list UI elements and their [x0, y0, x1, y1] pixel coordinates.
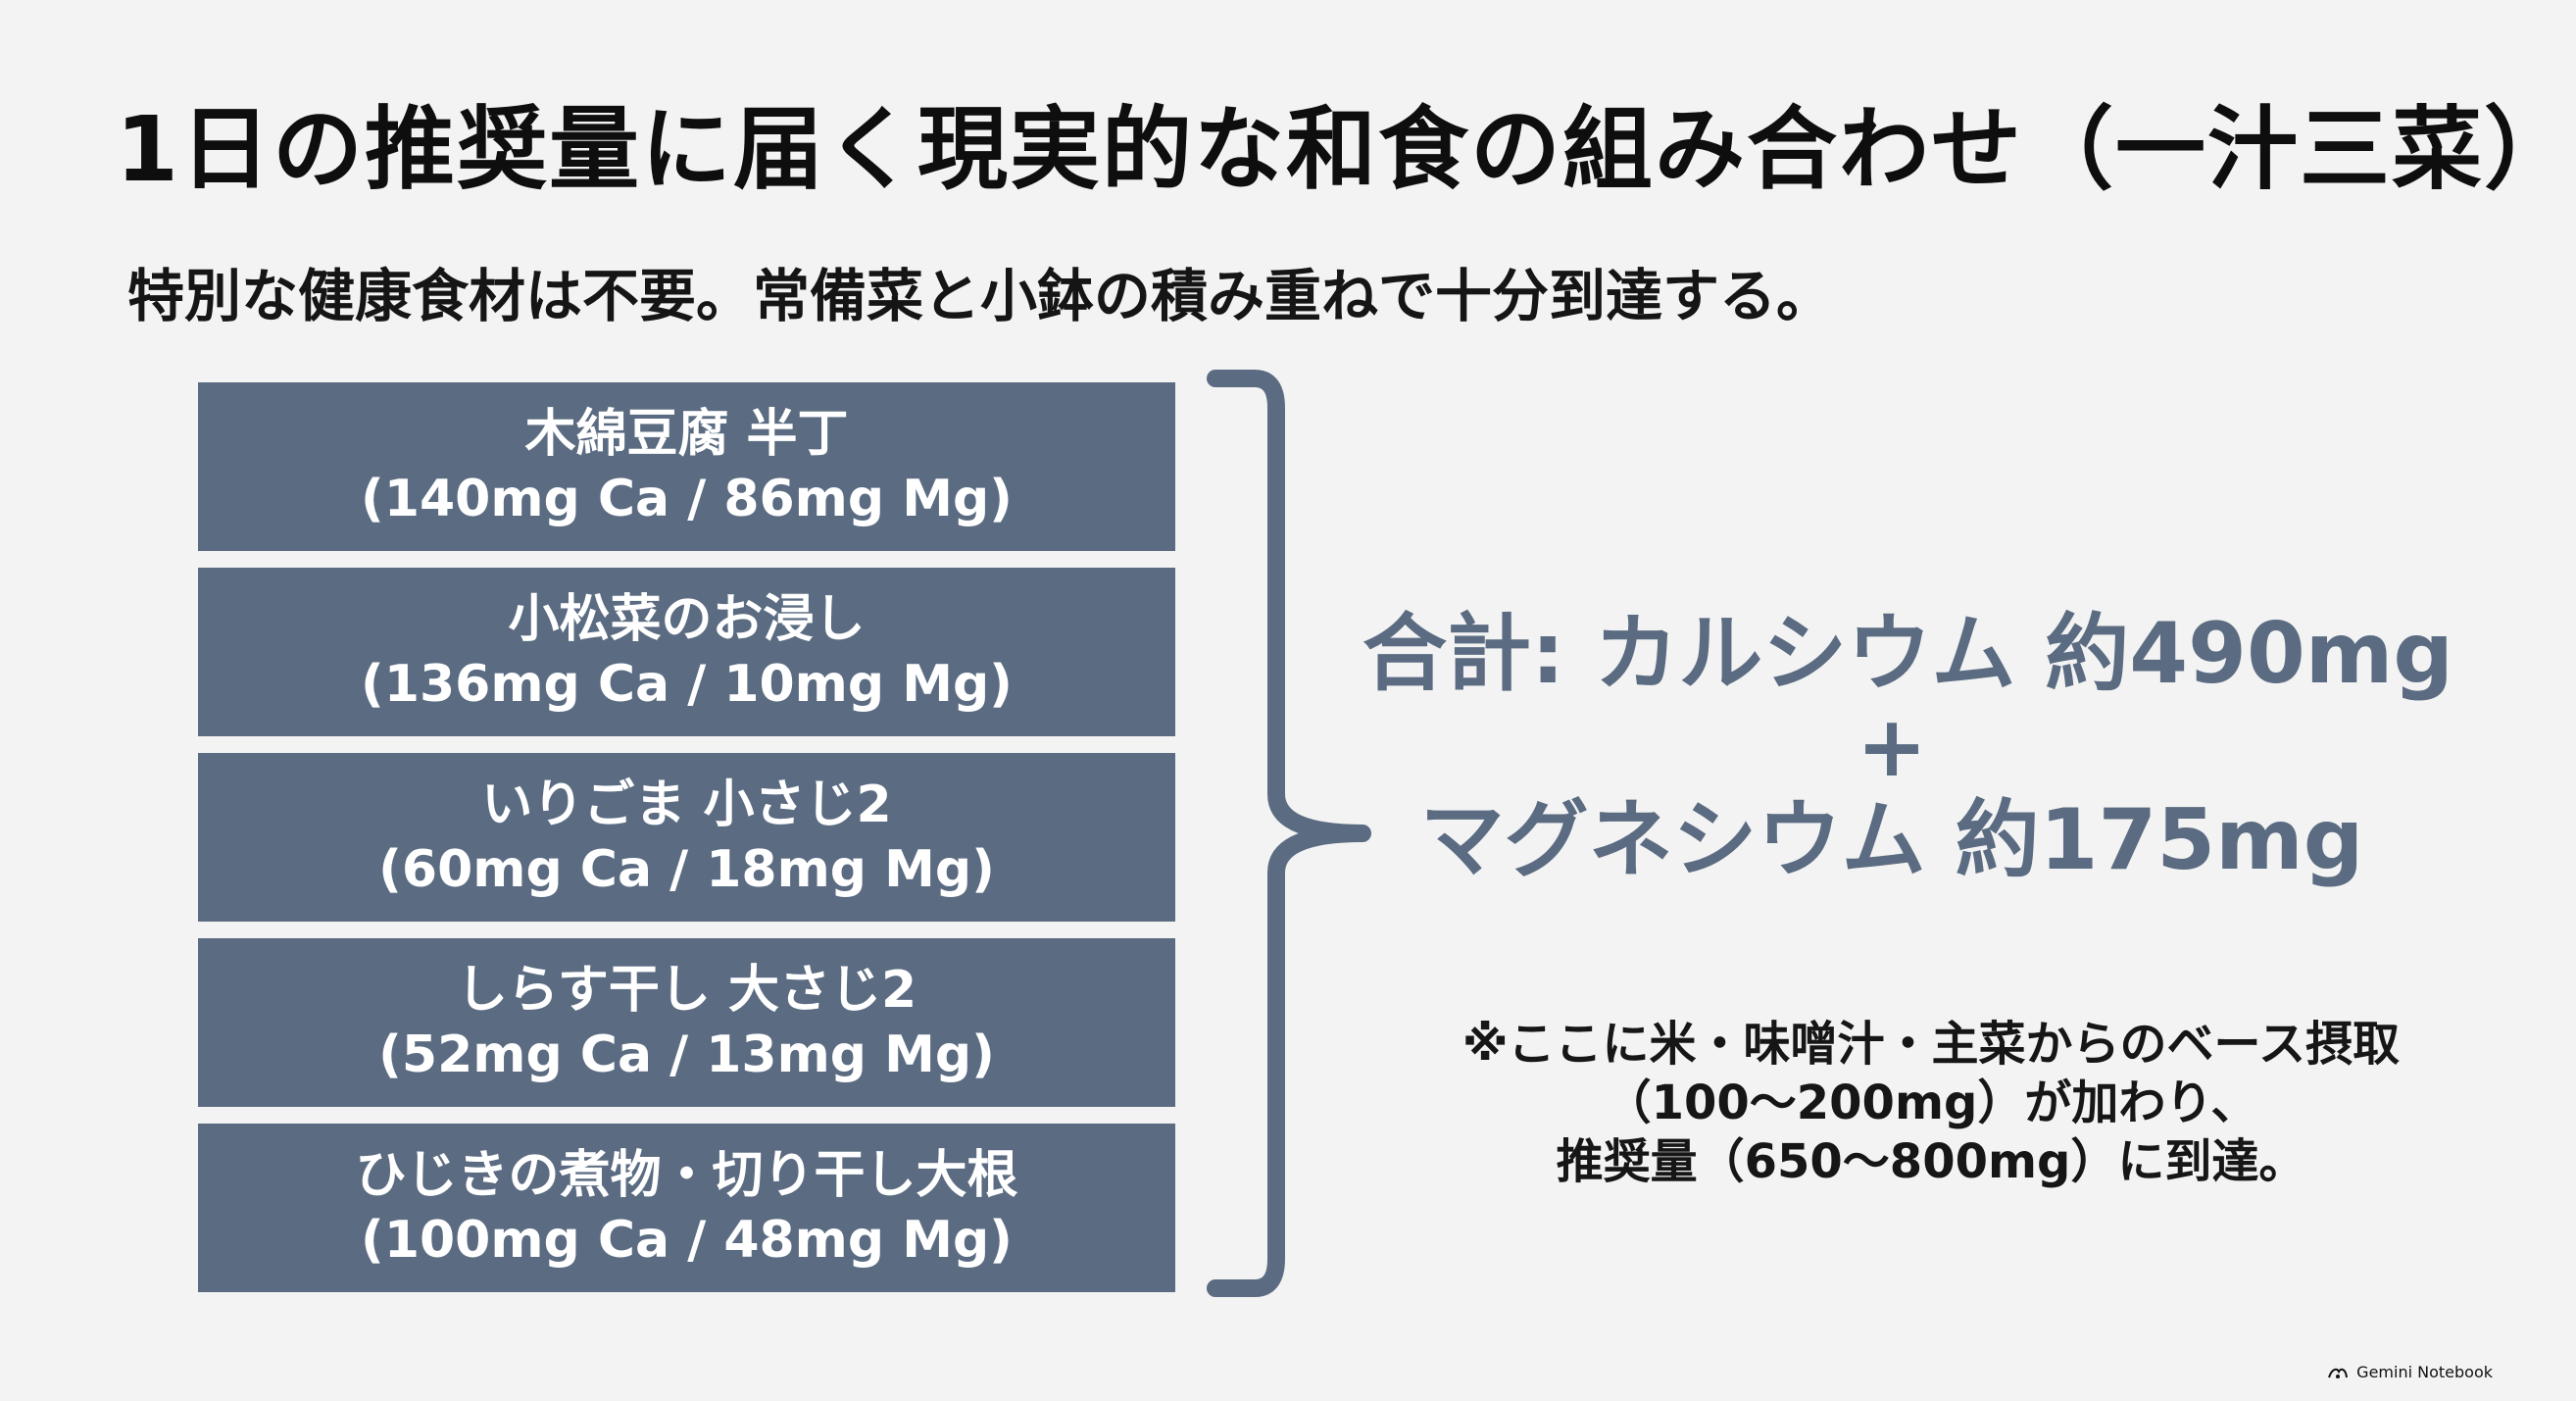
- nutrient-total-summary: 合計: カルシウム 約490mg + マグネシウム 約175mg: [1362, 603, 2453, 891]
- right-curly-brace-icon: [1207, 370, 1371, 1297]
- food-item-values: (60mg Ca / 18mg Mg): [378, 840, 995, 899]
- food-item-hijiki: ひじきの煮物・切り干し大根 (100mg Ca / 48mg Mg): [198, 1124, 1175, 1292]
- slide-subtitle: 特別な健康食材は不要。常備菜と小鉢の積み重ねで十分到達する。: [127, 263, 1834, 329]
- food-item-shirasu: しらす干し 大さじ2 (52mg Ca / 13mg Mg): [198, 938, 1175, 1107]
- food-item-komatsuna: 小松菜のお浸し (136mg Ca / 10mg Mg): [198, 568, 1175, 736]
- intake-note-line: （100〜200mg）が加わり、: [1604, 1076, 2258, 1130]
- intake-note-line: ※ここに米・味噌汁・主菜からのベース摂取: [1461, 1017, 2401, 1072]
- food-item-name: 小松菜のお浸し: [508, 590, 866, 649]
- food-item-name: しらす干し 大さじ2: [456, 961, 917, 1020]
- food-item-name: 木綿豆腐 半丁: [524, 405, 849, 464]
- gemini-notebook-watermark: Gemini Notebook: [2327, 1363, 2493, 1381]
- food-item-values: (52mg Ca / 13mg Mg): [378, 1026, 995, 1084]
- food-item-values: (140mg Ca / 86mg Mg): [361, 470, 1013, 528]
- food-item-name: ひじきの煮物・切り干し大根: [355, 1146, 1018, 1205]
- food-list: 木綿豆腐 半丁 (140mg Ca / 86mg Mg) 小松菜のお浸し (13…: [198, 382, 1175, 1292]
- gemini-notebook-logo-icon: [2328, 1368, 2349, 1378]
- intake-note-line: 推奨量（650〜800mg）に到達。: [1556, 1134, 2306, 1189]
- food-item-values: (136mg Ca / 10mg Mg): [361, 655, 1013, 714]
- food-item-values: (100mg Ca / 48mg Mg): [361, 1211, 1013, 1270]
- food-item-name: いりごま 小さじ2: [481, 776, 892, 834]
- plus-sign: +: [1856, 698, 1928, 796]
- intake-note: ※ここに米・味噌汁・主菜からのベース摂取 （100〜200mg）が加わり、 推奨…: [1412, 1015, 2451, 1191]
- watermark-label: Gemini Notebook: [2356, 1363, 2493, 1381]
- food-item-sesame: いりごま 小さじ2 (60mg Ca / 18mg Mg): [198, 753, 1175, 922]
- calcium-total: 合計: カルシウム 約490mg: [1362, 605, 2453, 703]
- magnesium-total: マグネシウム 約175mg: [1419, 791, 2364, 889]
- food-item-tofu: 木綿豆腐 半丁 (140mg Ca / 86mg Mg): [198, 382, 1175, 551]
- slide-title: 1日の推奨量に届く現実的な和食の組み合わせ（一汁三菜）: [116, 97, 2576, 202]
